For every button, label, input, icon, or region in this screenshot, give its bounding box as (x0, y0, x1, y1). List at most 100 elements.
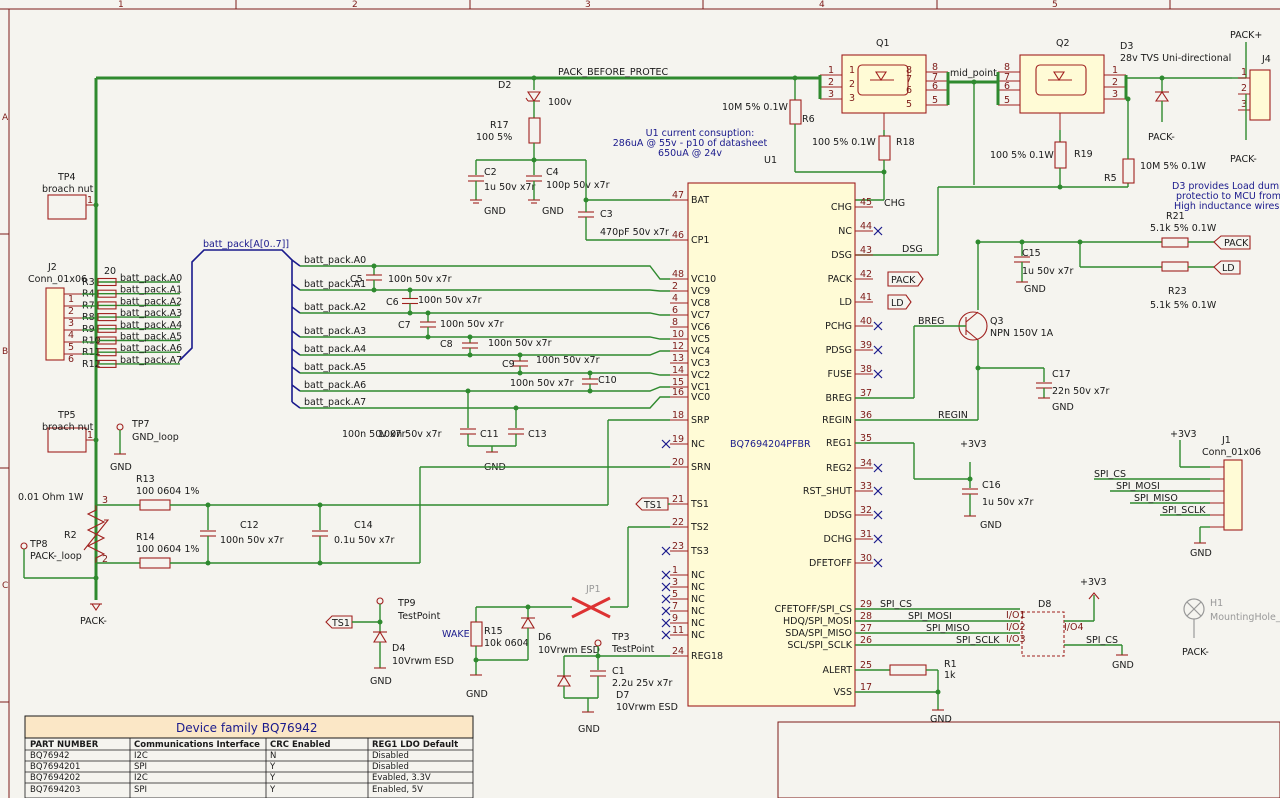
u1-note: U1 current consuption: 286uA @ 55v - p10… (613, 128, 768, 159)
c3-ref: C3 (600, 209, 613, 220)
d3-ref: D3 (1120, 41, 1133, 52)
ic-pin-name: CHG (831, 202, 852, 213)
ic-pin-name: PCHG (825, 321, 852, 332)
ic-pin-ts3-23: 23 TS3 (661, 541, 709, 557)
batt-net-label: batt_pack.A7 (304, 397, 366, 408)
cap-value: 100n 50v x7r (378, 429, 442, 440)
ic-pin-name: HDQ/SPI_MOSI (783, 616, 852, 627)
tp4-ref: TP4 (57, 172, 76, 183)
svg-text:1: 1 (828, 65, 834, 76)
ic-pin-number: 30 (860, 553, 872, 564)
ic-pin-number: 23 (672, 541, 684, 552)
svg-text:+3V3: +3V3 (1170, 429, 1197, 440)
cap-value: 100n 50v x7r (488, 338, 552, 349)
j2-ref: J2 (47, 262, 57, 273)
c17-ref: C17 (1052, 369, 1071, 380)
ic-pin-number: 15 (672, 377, 684, 388)
ic-right-pins: 45CHG44NC43DSG42PACK41LD40PCHG39PDSG38FU… (775, 197, 883, 698)
svg-text:SPI_CS: SPI_CS (1086, 635, 1118, 646)
ic-pin-number: 32 (860, 505, 872, 516)
d6-value: 10Vrwm ESD (538, 645, 600, 656)
tp5-value: broach nut (42, 422, 94, 433)
svg-text:I/O4: I/O4 (1064, 622, 1084, 633)
c2-ref: C2 (484, 167, 497, 178)
svg-text:1: 1 (87, 430, 93, 441)
j1-spi-mosi: SPI_MOSI (1116, 481, 1160, 492)
v33-c16: +3V3 (960, 439, 987, 450)
v33-d8: +3V3 (1080, 577, 1107, 588)
r15-value: 10k 0604 (484, 638, 529, 649)
tp9-d4-section: TP9 TestPoint TS1 D4 10Vrwm ESD GND (325, 597, 454, 687)
alert-vss: R1 1k GND (855, 659, 957, 725)
connector-j2: J2 Conn_01x06 1 2 3 4 5 6 (28, 262, 87, 365)
svg-text:GND: GND (578, 724, 600, 735)
d3-note-line-3: High inductance wires. (1174, 201, 1280, 212)
reg1-output: +3V3 C16 1u 50v x7r GND (855, 439, 1033, 531)
ic-pin-number: 22 (672, 517, 684, 528)
tp7-ref: TP7 (131, 419, 150, 430)
table-cell: Y (269, 785, 276, 795)
ic-pin-number: 46 (672, 230, 684, 241)
ic-pin-name: DDSG (824, 510, 852, 521)
bat-filter: D2 100v R17 100 5% C2 1u 50v x7r C4 100p… (468, 78, 670, 241)
batt-net-label: batt_pack.A5 (120, 332, 182, 343)
cap-ref: C9 (502, 359, 515, 370)
ic-pin-number: 27 (860, 623, 872, 634)
pack-minus-j4: PACK- (1230, 154, 1257, 165)
cap-value: 100n 50v x7r (388, 274, 452, 285)
ic-pin-number: 25 (860, 660, 872, 671)
svg-text:5: 5 (906, 99, 912, 110)
batt-net-7: batt_pack.A7 (291, 396, 670, 409)
tp8-value: PACK-_loop (30, 551, 82, 562)
resistor-ref: R10 (82, 336, 101, 347)
ic-pin-number: 11 (672, 625, 684, 636)
batt-net-3: batt_pack.A3 (291, 326, 670, 340)
ic-output-labels: PACK LD (887, 271, 924, 310)
svg-text:5: 5 (932, 95, 938, 106)
svg-text:2: 2 (68, 306, 74, 317)
r18-value: 100 5% 0.1W (812, 137, 876, 148)
j1-spi-cs: SPI_CS (1094, 469, 1126, 480)
q2-ref: Q2 (1056, 38, 1070, 49)
batt-net-2: batt_pack.A2 (291, 302, 670, 316)
r1-ref: R1 (944, 659, 957, 670)
ic-pin-name: VSS (833, 687, 852, 698)
label-pack-out: PACK (1224, 238, 1249, 249)
r17-ref: R17 (490, 120, 509, 131)
ic-pin-name: TS3 (690, 546, 709, 557)
h1-value: MountingHole_P (1210, 612, 1280, 623)
ic-pin-number: 3 (672, 577, 678, 588)
d3-note: D3 provides Load dump protectio to MCU f… (1172, 181, 1280, 212)
table-cell: Y (269, 762, 276, 772)
ic-pin-name: REG18 (691, 651, 723, 662)
net-spi-mosi: SPI_MOSI (908, 611, 952, 622)
jp1-ref: JP1 (585, 584, 601, 595)
ic-pin-name: SRN (691, 462, 711, 473)
net-regin: REGIN (938, 410, 968, 421)
q3-ref: Q3 (990, 316, 1004, 327)
connector-j1: J1 Conn_01x06 +3V3 SPI_CS SPI_MOSI SPI_M… (1094, 429, 1261, 559)
svg-text:1: 1 (87, 195, 93, 206)
svg-text:GND: GND (980, 520, 1002, 531)
r23-value: 5.1k 5% 0.1W (1150, 300, 1217, 311)
batt-net-4: batt_pack.A4 (291, 344, 670, 356)
d3-value: 28v TVS Uni-directional (1120, 53, 1231, 64)
frame-row-a: A (2, 113, 9, 123)
ic-pin-name: SDA/SPI_MISO (785, 628, 852, 639)
svg-text:5: 5 (68, 342, 74, 353)
svg-text:2: 2 (1112, 77, 1118, 88)
cap-value: 100n 50v x7r (418, 295, 482, 306)
